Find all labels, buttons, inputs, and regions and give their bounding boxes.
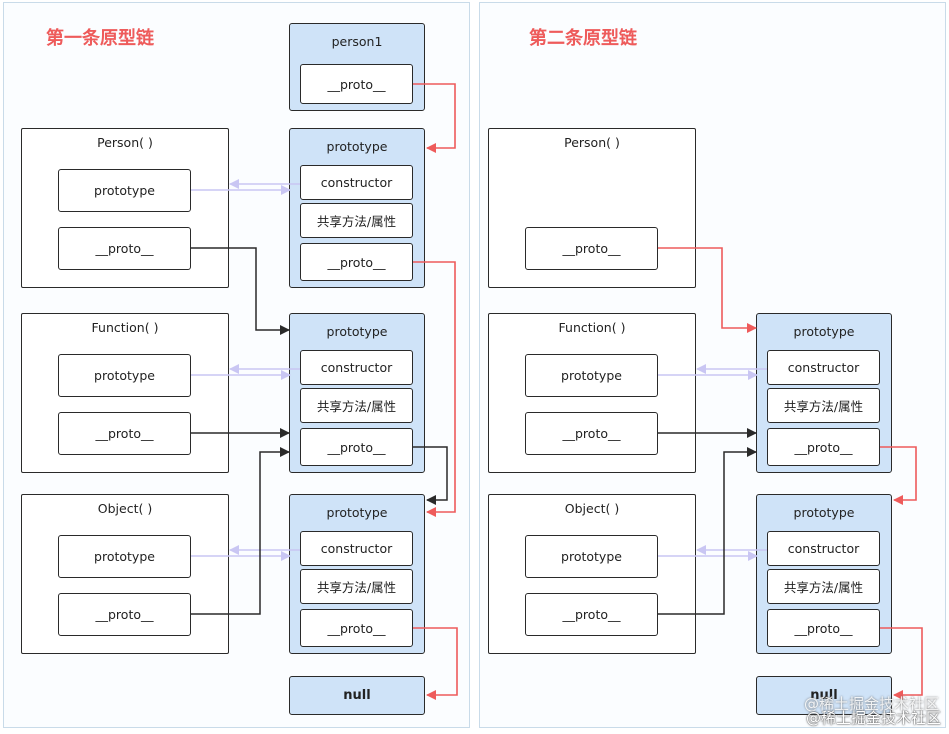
person1-label: person1 xyxy=(331,34,383,49)
right-object-function-prototype-slot: prototype xyxy=(525,535,658,578)
right-function-prototype-shared-slot: 共享方法/属性 xyxy=(767,388,880,423)
person-prototype-constructor-slot: constructor xyxy=(300,165,413,200)
right-function-prototype-proto-slot: __proto__ xyxy=(767,428,880,466)
object-function-prototype-slot: prototype xyxy=(58,535,191,578)
right-function-function-proto-slot: __proto__ xyxy=(525,412,658,455)
right-object-prototype-shared-slot: 共享方法/属性 xyxy=(767,569,880,604)
object-function-label: Object( ) xyxy=(97,501,153,516)
watermark-shadow: @稀土掘金技术社区 xyxy=(803,695,939,713)
person1-proto-slot: __proto__ xyxy=(300,64,413,104)
right-person-function-proto-slot: __proto__ xyxy=(525,227,658,270)
person-prototype-shared-slot: 共享方法/属性 xyxy=(300,203,413,238)
object-prototype-label: prototype xyxy=(326,505,388,520)
watermark: @稀土掘金技术社区 xyxy=(805,709,941,727)
right-title: 第二条原型链 xyxy=(529,28,637,49)
object-prototype-constructor-slot: constructor xyxy=(300,531,413,566)
function-prototype-proto-slot: __proto__ xyxy=(300,428,413,466)
function-function-prototype-slot: prototype xyxy=(58,354,191,397)
person-prototype-proto-slot: __proto__ xyxy=(300,243,413,281)
right-function-prototype-constructor-slot: constructor xyxy=(767,350,880,385)
left-title: 第一条原型链 xyxy=(46,28,154,49)
person-function-prototype-slot: prototype xyxy=(58,169,191,212)
right-object-function-label: Object( ) xyxy=(564,501,620,516)
right-person-function-label: Person( ) xyxy=(564,135,620,150)
person-function-label: Person( ) xyxy=(97,135,153,150)
function-function-label: Function( ) xyxy=(91,320,159,335)
object-function-proto-slot: __proto__ xyxy=(58,593,191,636)
right-object-prototype-label: prototype xyxy=(793,505,855,520)
right-function-function-prototype-slot: prototype xyxy=(525,354,658,397)
right-object-prototype-proto-slot: __proto__ xyxy=(767,609,880,647)
function-prototype-shared-slot: 共享方法/属性 xyxy=(300,388,413,423)
left-null-box: null xyxy=(289,676,425,715)
function-prototype-label: prototype xyxy=(326,324,388,339)
person-prototype-label: prototype xyxy=(326,139,388,154)
right-function-prototype-label: prototype xyxy=(793,324,855,339)
right-function-function-label: Function( ) xyxy=(558,320,626,335)
function-prototype-constructor-slot: constructor xyxy=(300,350,413,385)
object-prototype-proto-slot: __proto__ xyxy=(300,609,413,647)
function-function-proto-slot: __proto__ xyxy=(58,412,191,455)
object-prototype-shared-slot: 共享方法/属性 xyxy=(300,569,413,604)
right-object-prototype-constructor-slot: constructor xyxy=(767,531,880,566)
person-function-proto-slot: __proto__ xyxy=(58,227,191,270)
right-object-function-proto-slot: __proto__ xyxy=(525,593,658,636)
